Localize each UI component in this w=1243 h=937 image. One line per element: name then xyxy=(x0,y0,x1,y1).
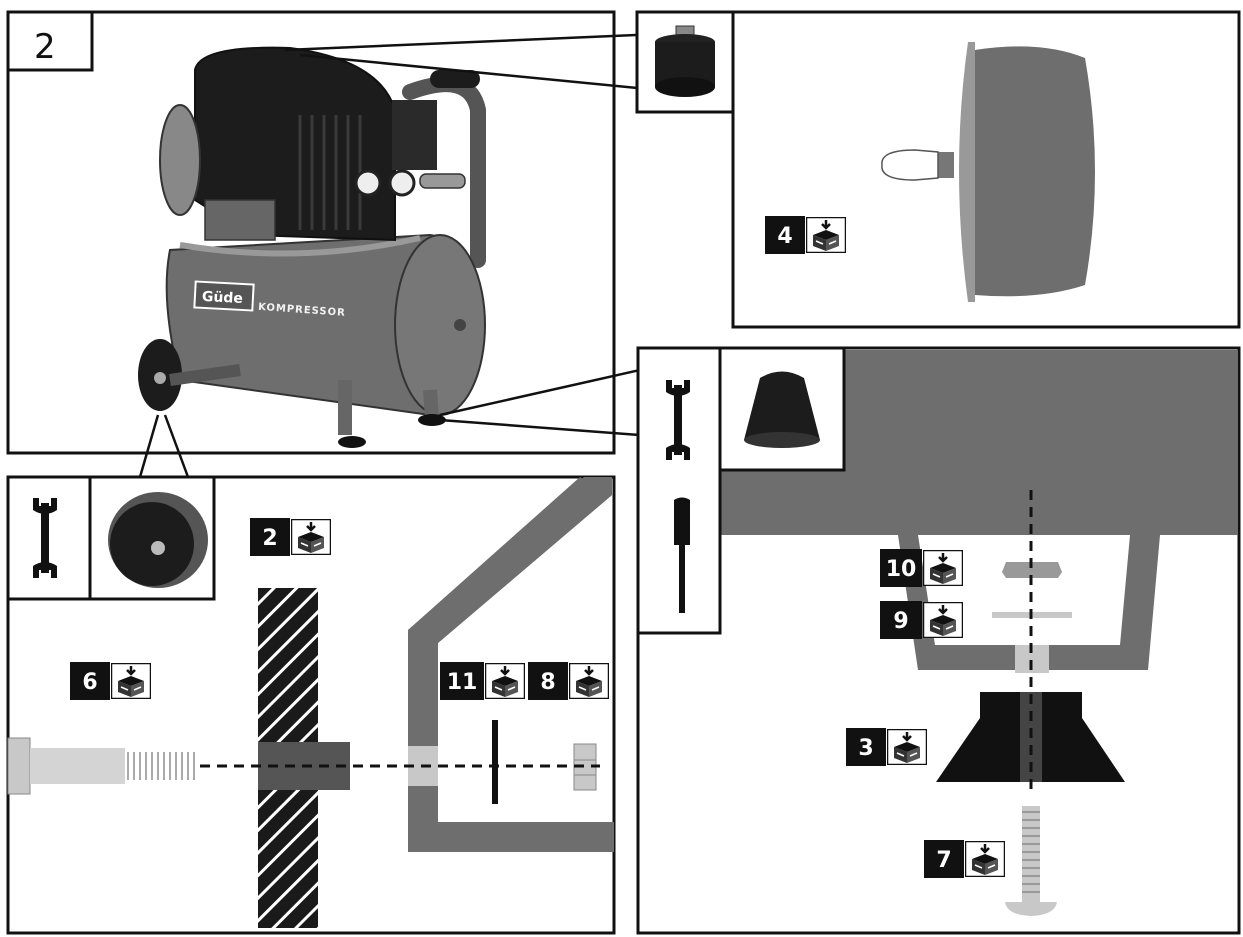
air-filter-thumbnail xyxy=(655,25,715,97)
bolt-part xyxy=(7,737,195,795)
parts-badge-9: 9 xyxy=(880,601,963,639)
wheel-thumbnail xyxy=(108,492,208,588)
screwdriver-icon xyxy=(674,497,690,613)
parts-box-icon xyxy=(291,519,331,555)
svg-text:10: 10 xyxy=(886,557,917,582)
parts-box-icon xyxy=(923,602,963,638)
compressor-illustration: Güde KOMPRESSOR xyxy=(138,46,486,448)
svg-text:11: 11 xyxy=(447,670,478,695)
overview-panel: 2 xyxy=(6,10,616,455)
brand-logo-text: Güde xyxy=(202,289,244,307)
parts-badge-6: 6 xyxy=(70,662,151,700)
parts-badge-10: 10 xyxy=(880,549,963,587)
wrench-icon xyxy=(666,380,690,460)
parts-box-icon xyxy=(569,663,609,699)
parts-box-icon xyxy=(806,217,846,253)
svg-text:2: 2 xyxy=(262,526,277,551)
wrench-icon xyxy=(33,498,57,578)
parts-box-icon xyxy=(111,663,151,699)
washer-part xyxy=(492,720,498,804)
rubber-foot-thumbnail xyxy=(744,371,820,448)
parts-badge-3: 3 xyxy=(846,728,927,766)
svg-text:9: 9 xyxy=(893,609,908,634)
parts-badge-2: 2 xyxy=(250,518,331,556)
figure-number-box xyxy=(6,10,94,72)
wheel-assembly-panel: 2 6 11 8 xyxy=(6,475,616,935)
parts-badge-8: 8 xyxy=(528,662,609,700)
parts-badge-11: 11 xyxy=(440,662,525,700)
foot-assembly-panel: 10 9 3 7 xyxy=(636,346,1241,935)
air-filter-cap xyxy=(881,42,1095,302)
svg-text:4: 4 xyxy=(777,224,792,249)
parts-badge-7: 7 xyxy=(924,840,1005,878)
svg-text:7: 7 xyxy=(936,848,951,873)
figure-number: 2 xyxy=(34,27,56,67)
parts-badge-4: 4 xyxy=(765,216,846,254)
svg-text:3: 3 xyxy=(858,736,873,761)
foot-screw-part xyxy=(1005,806,1057,916)
parts-box-icon xyxy=(923,550,963,586)
parts-box-icon xyxy=(485,663,525,699)
parts-box-icon xyxy=(887,729,927,765)
svg-text:6: 6 xyxy=(82,670,97,695)
foot-nut-part xyxy=(1002,562,1062,578)
parts-box-icon xyxy=(965,841,1005,877)
air-filter-panel: 4 xyxy=(635,10,1241,329)
svg-text:8: 8 xyxy=(540,670,555,695)
callout-lines xyxy=(138,33,641,478)
